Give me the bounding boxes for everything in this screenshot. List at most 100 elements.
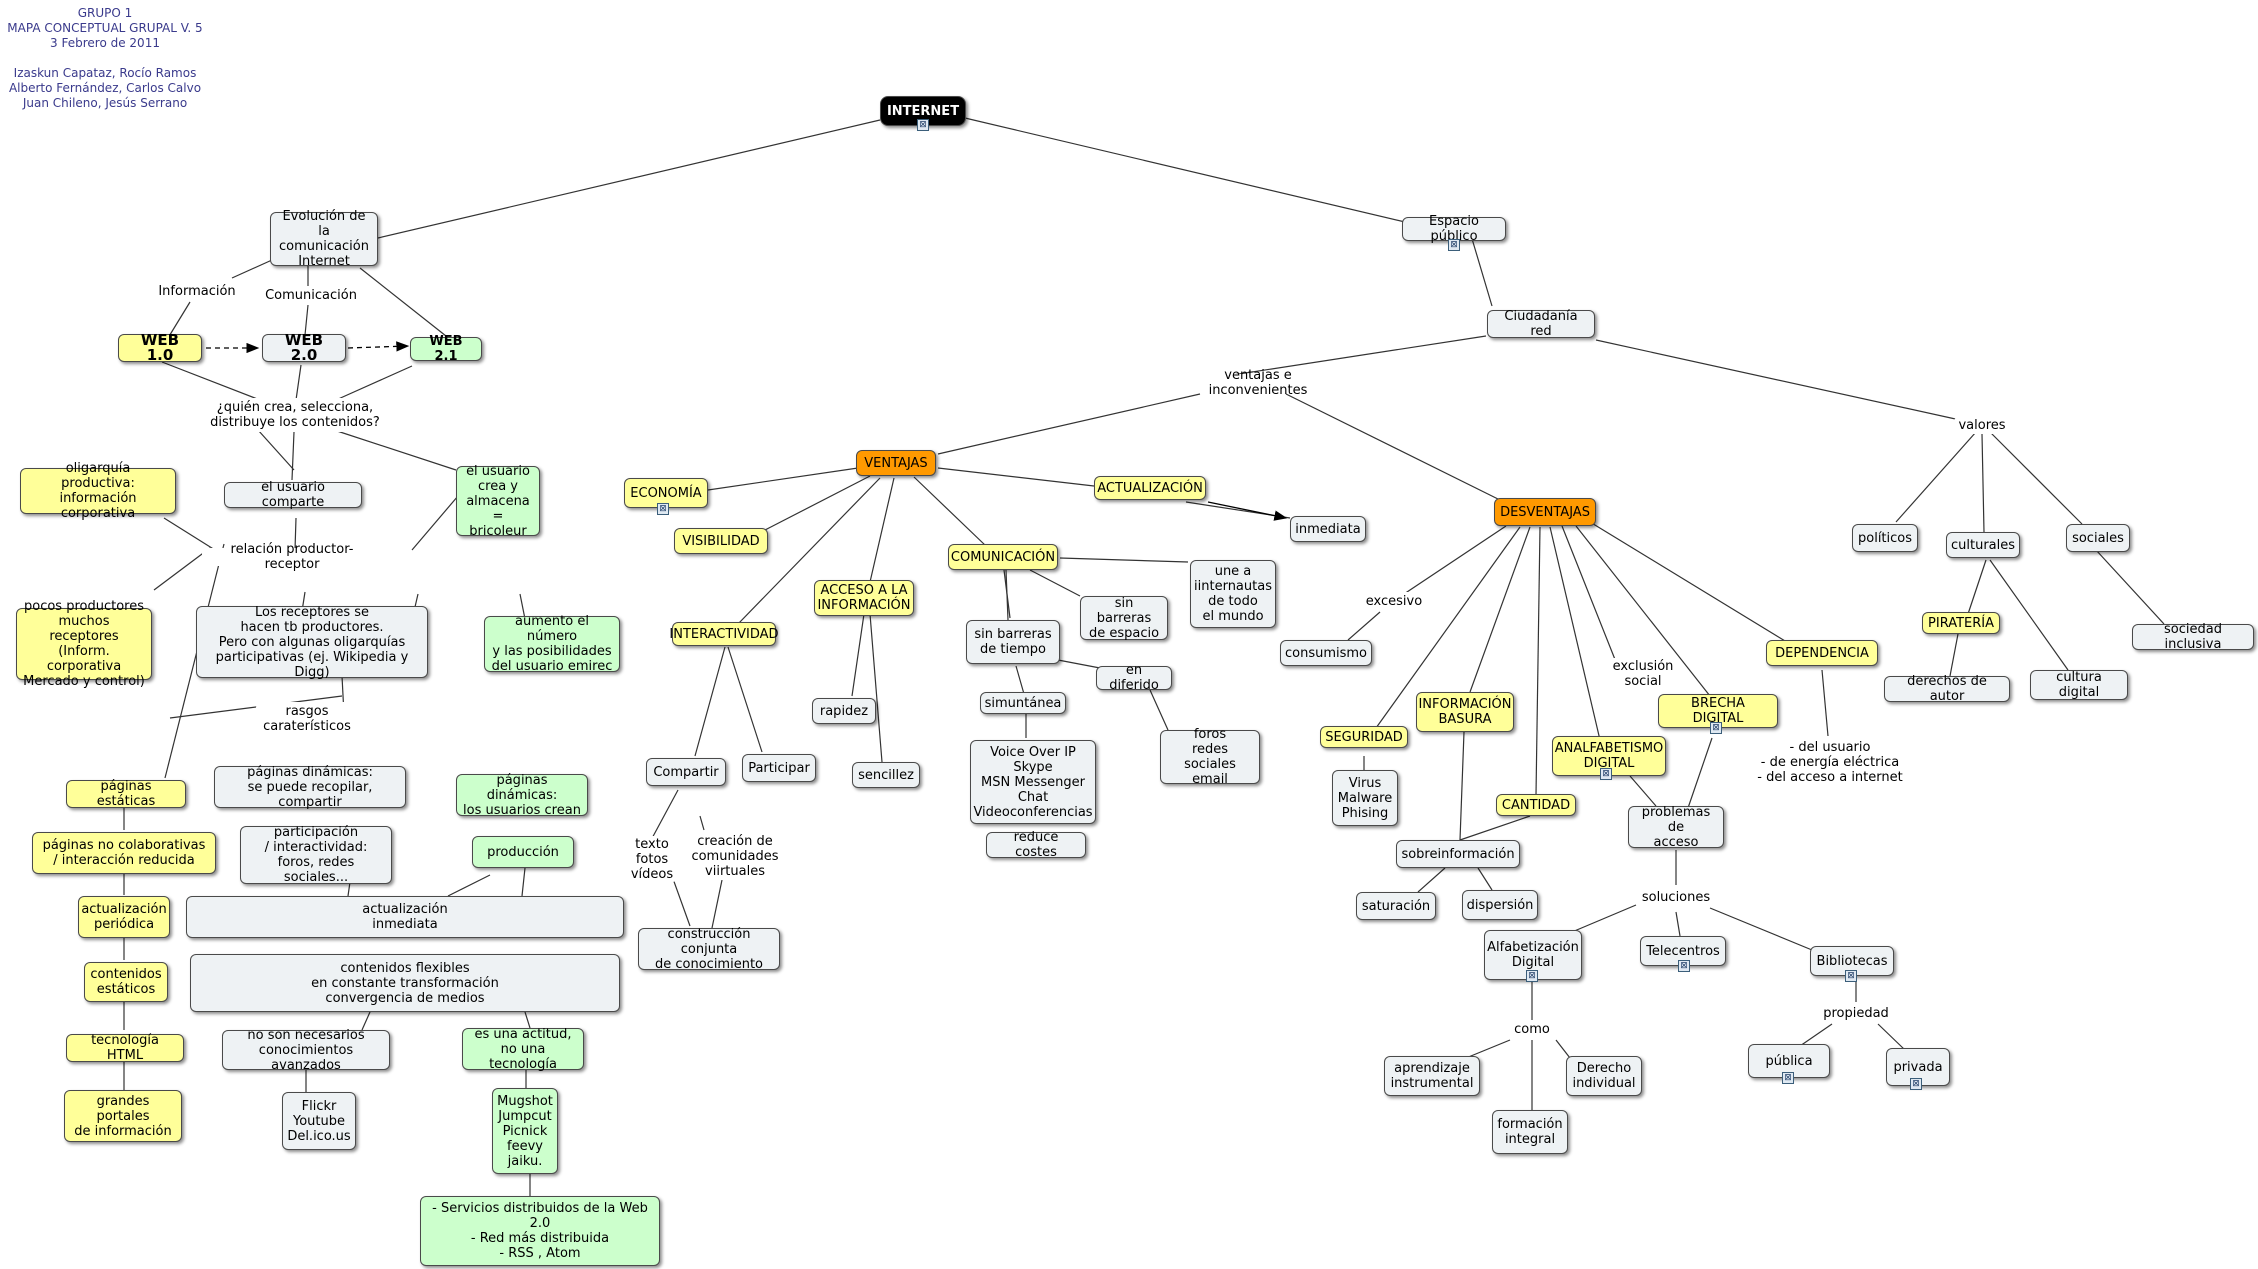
node-aumento[interactable]: aumento el número y las posibilidades de…: [484, 614, 620, 674]
document-icon[interactable]: ⊠: [1710, 722, 1722, 734]
node-ventajas[interactable]: VENTAJAS: [856, 450, 936, 476]
node-evolucion[interactable]: Evolución de la comunicación Internet: [270, 209, 378, 269]
node-sin-barreras-tiempo[interactable]: sin barreras de tiempo: [966, 620, 1060, 664]
link: [737, 477, 881, 625]
document-icon[interactable]: ⊠: [1600, 768, 1612, 780]
node-reduce-costes[interactable]: reduce costes: [986, 830, 1086, 860]
document-icon[interactable]: ⊠: [1448, 239, 1460, 251]
node-sin-barreras-espacio[interactable]: sin barreras de espacio: [1080, 596, 1168, 641]
link: [361, 1011, 371, 1031]
node-paginas-dinamicas-recopilar[interactable]: páginas dinámicas: se puede recopilar, c…: [214, 765, 406, 810]
node-mugshot[interactable]: Mugshot Jumpcut Picnick feevy jaiku.: [492, 1088, 558, 1174]
node-actualizacion-inmediata[interactable]: actualización inmediata: [186, 896, 624, 938]
node-acceso-informacion[interactable]: ACCESO A LA INFORMACIÓN: [814, 580, 914, 616]
document-icon[interactable]: ⊠: [657, 503, 669, 515]
node-dependencia[interactable]: DEPENDENCIA: [1766, 640, 1878, 666]
node-seguridad[interactable]: SEGURIDAD: [1320, 726, 1408, 748]
node-culturales[interactable]: culturales: [1946, 532, 2020, 558]
node-problemas[interactable]: problemas de acceso: [1628, 805, 1724, 850]
node-en-diferido[interactable]: en diferido: [1096, 663, 1172, 693]
document-icon[interactable]: ⊠: [917, 119, 929, 131]
node-construccion[interactable]: construcción conjunta de conocimiento: [638, 927, 780, 972]
link: [694, 646, 726, 757]
document-icon[interactable]: ⊠: [1845, 970, 1857, 982]
document-icon[interactable]: ⊠: [1782, 1072, 1794, 1084]
node-pirateria[interactable]: PIRATERÍA: [1922, 612, 2000, 634]
node-sociedad-inclusiva[interactable]: sociedad inclusiva: [2132, 622, 2254, 652]
node-actitud[interactable]: es una actitud, no una tecnología: [462, 1027, 584, 1072]
link: [411, 495, 459, 551]
node-une[interactable]: une a iinternautas de todo el mundo: [1190, 560, 1276, 628]
node-contenidos-estaticos[interactable]: contenidos estáticos: [84, 962, 168, 1002]
link: [161, 361, 261, 401]
document-icon[interactable]: ⊠: [1910, 1078, 1922, 1090]
node-oligarquia[interactable]: oligarquía productiva: información corpo…: [20, 461, 176, 521]
node-usuario-comparte[interactable]: el usuario comparte: [224, 480, 362, 510]
node-web10[interactable]: WEB 1.0: [118, 333, 202, 363]
node-analfabetismo[interactable]: ANALFABETISMO DIGITAL: [1552, 736, 1666, 776]
label-ventajas-inconvenientes: ventajas e inconvenientes: [1172, 368, 1344, 398]
label-como: como: [1510, 1020, 1554, 1038]
node-simultanea[interactable]: simuntánea: [980, 692, 1066, 714]
node-tecnologia-html[interactable]: tecnología HTML: [66, 1033, 184, 1063]
node-produccion[interactable]: producción: [472, 836, 574, 868]
node-sociales[interactable]: sociales: [2066, 524, 2130, 552]
label-informacion: Información: [158, 282, 236, 300]
node-dispersion[interactable]: dispersión: [1462, 890, 1538, 920]
node-derecho[interactable]: Derecho individual: [1566, 1056, 1642, 1096]
node-sobreinformacion[interactable]: sobreinformación: [1396, 840, 1520, 868]
node-actualizacion[interactable]: ACTUALIZACIÓN: [1094, 476, 1206, 500]
node-formacion[interactable]: formación integral: [1492, 1110, 1568, 1154]
node-consumismo[interactable]: consumismo: [1280, 640, 1372, 666]
node-cultura-digital[interactable]: cultura digital: [2030, 670, 2128, 700]
node-participacion[interactable]: participación / interactividad: foros, r…: [240, 825, 392, 885]
link: [1877, 1023, 1906, 1051]
node-politicos[interactable]: políticos: [1852, 524, 1918, 552]
link: [1967, 559, 1987, 615]
link: [304, 304, 309, 336]
node-saturacion[interactable]: saturación: [1356, 892, 1436, 920]
node-flickr[interactable]: Flickr Youtube Del.ico.us: [282, 1092, 356, 1150]
node-visibilidad[interactable]: VISIBILIDAD: [674, 528, 768, 554]
node-ciudadania[interactable]: Ciudadanía red: [1487, 309, 1595, 339]
node-web21[interactable]: WEB 2.1: [410, 334, 482, 364]
document-icon[interactable]: ⊠: [1526, 970, 1538, 982]
node-interactividad[interactable]: INTERACTIVIDAD: [669, 622, 779, 646]
link: [913, 476, 987, 547]
node-aprendizaje[interactable]: aprendizaje instrumental: [1384, 1056, 1480, 1096]
node-informacion-basura[interactable]: INFORMACIÓN BASURA: [1416, 692, 1514, 732]
node-virus[interactable]: Virus Malware Phising: [1332, 770, 1398, 826]
node-desventajas[interactable]: DESVENTAJAS: [1494, 498, 1596, 526]
node-inmediata[interactable]: inmediata: [1290, 516, 1366, 542]
node-bibliotecas[interactable]: Bibliotecas: [1810, 946, 1894, 976]
node-contenidos-flexibles[interactable]: contenidos flexibles en constante transf…: [190, 954, 620, 1012]
node-participar[interactable]: Participar: [742, 754, 816, 782]
node-actualizacion-periodica[interactable]: actualización periódica: [78, 896, 170, 938]
node-no-colaborativas[interactable]: páginas no colaborativas / interacción r…: [32, 832, 216, 874]
map-credits: GRUPO 1 MAPA CONCEPTUAL GRUPAL V. 5 3 Fe…: [7, 6, 203, 110]
node-paginas-dinamicas-crean[interactable]: páginas dinámicas: los usuarios crean: [456, 773, 588, 818]
node-derechos-autor[interactable]: derechos de autor: [1884, 674, 2010, 704]
node-usuario-crea[interactable]: el usuario crea y almacena = bricoleur: [456, 464, 540, 539]
link: [257, 429, 295, 471]
link: [333, 429, 457, 471]
node-web20[interactable]: WEB 2.0: [262, 333, 346, 363]
node-espacio-publico[interactable]: Espacio público: [1402, 214, 1506, 244]
node-comunicacion[interactable]: COMUNICACIÓN: [948, 544, 1058, 570]
node-pocos-productores[interactable]: pocos productores muchos receptores (Inf…: [16, 599, 152, 689]
node-servicios[interactable]: - Servicios distribuidos de la Web 2.0 -…: [420, 1196, 660, 1266]
node-rapidez[interactable]: rapidez: [812, 698, 876, 724]
link: [727, 646, 763, 753]
node-receptores-productores[interactable]: Los receptores se hacen tb productores. …: [196, 605, 428, 680]
node-grandes-portales[interactable]: grandes portales de información: [64, 1090, 182, 1142]
node-cantidad[interactable]: CANTIDAD: [1496, 794, 1576, 816]
node-no-necesarios[interactable]: no son necesarios conocimientos avanzado…: [222, 1028, 390, 1073]
node-paginas-estaticas[interactable]: páginas estáticas: [66, 779, 186, 809]
node-compartir[interactable]: Compartir: [646, 758, 726, 786]
node-voice[interactable]: Voice Over IP Skype MSN Messenger Chat V…: [970, 740, 1096, 824]
document-icon[interactable]: ⊠: [1678, 960, 1690, 972]
node-sencillez[interactable]: sencillez: [852, 762, 920, 788]
link: [1465, 1039, 1511, 1059]
label-valores: valores: [1954, 416, 2010, 434]
node-foros[interactable]: foros redes sociales email: [1160, 727, 1260, 787]
